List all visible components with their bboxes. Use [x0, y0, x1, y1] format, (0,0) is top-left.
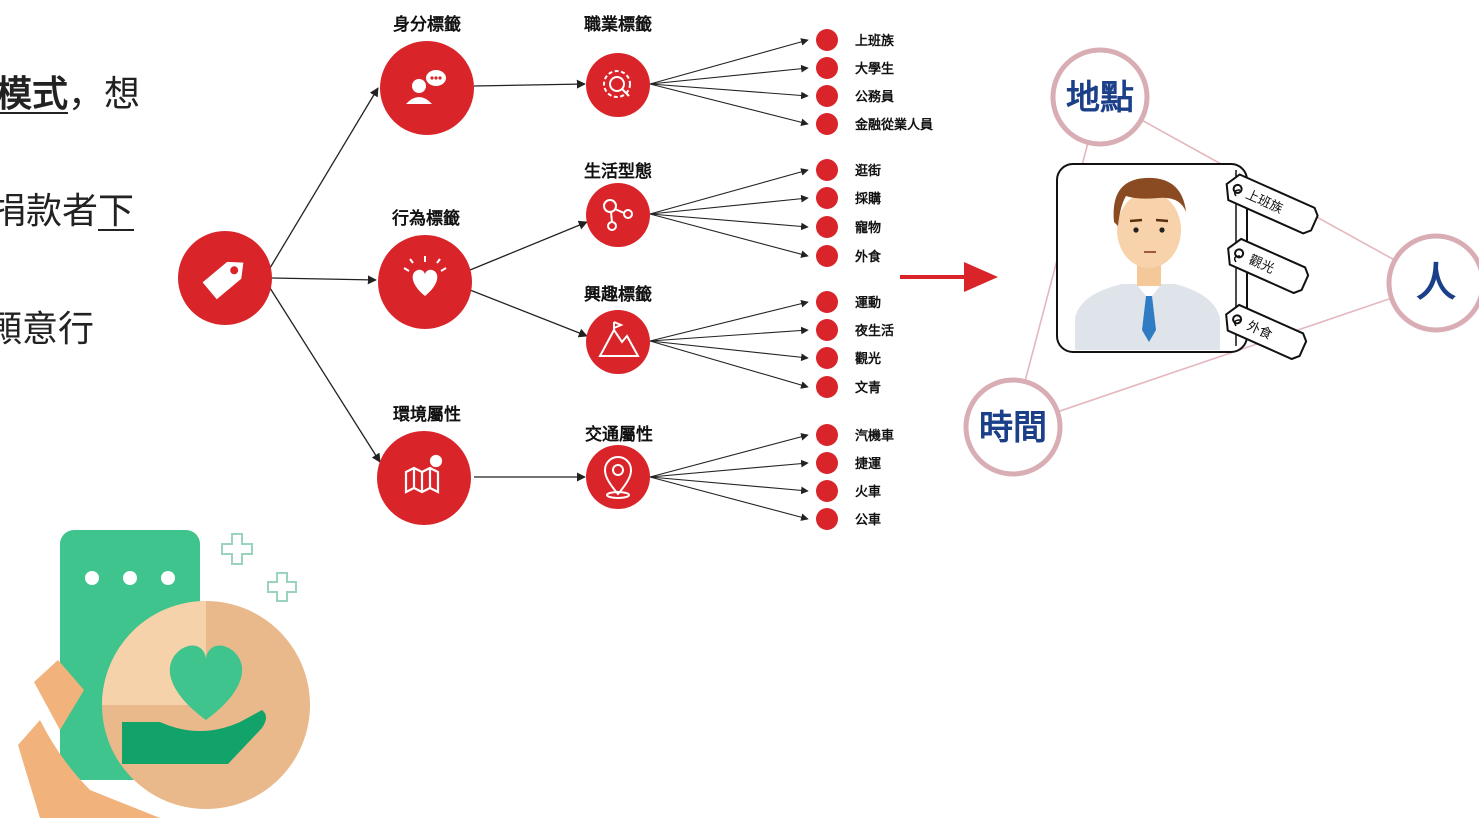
leaf-label: 公車	[855, 512, 881, 528]
location-pin-icon	[603, 456, 633, 499]
root-node	[178, 231, 272, 325]
molecule-icon	[603, 199, 633, 231]
vertex-location-label: 地點	[1066, 78, 1134, 118]
left-text-line-1: 模式，想	[0, 76, 140, 113]
profile-card	[1056, 163, 1248, 353]
leaf-connectors	[649, 38, 809, 521]
leaf-dots	[816, 29, 838, 530]
result-arrow	[900, 262, 998, 292]
leaf-label: 逛街	[855, 163, 881, 179]
vertex-location: 地點	[1050, 47, 1150, 147]
vertex-person: 人	[1386, 233, 1479, 333]
level1-node-behavior	[378, 235, 472, 329]
level2-label-3: 交通屬性	[585, 424, 653, 445]
leaf-label: 公務員	[855, 89, 894, 105]
mountain-icon	[598, 321, 640, 357]
line2-underlined: 下	[98, 191, 135, 232]
level2-node-transport	[586, 445, 650, 509]
leaf-label: 觀光	[855, 351, 881, 367]
leaf-label: 寵物	[855, 220, 881, 236]
leaf-label: 上班族	[855, 33, 895, 49]
leaf-label: 運動	[855, 295, 881, 311]
profile-tag-eating-out: 外食	[1225, 303, 1308, 361]
leaf-label: 外食	[854, 249, 882, 265]
vertex-person-label: 人	[1416, 260, 1456, 306]
leaf-label: 捷運	[855, 456, 881, 472]
line3-text: 願意行	[0, 309, 95, 350]
level2-label-0: 職業標籤	[584, 14, 652, 35]
leaf-label: 金融從業人員	[854, 117, 933, 133]
level1-label-0: 身分標籤	[393, 14, 461, 35]
person-chat-icon	[406, 70, 446, 104]
leaf-label: 夜生活	[854, 323, 894, 339]
heart-sparkle-icon	[403, 256, 447, 296]
businessman-avatar	[1075, 177, 1220, 350]
profile-tag-sightseeing: 觀光	[1227, 237, 1310, 295]
level1-label-1: 行為標籤	[391, 208, 460, 229]
level2-node-lifestyle	[586, 183, 650, 247]
level2-label-2: 興趣標籤	[584, 284, 652, 305]
level2-node-occupation	[586, 53, 650, 117]
leaf-label: 採購	[855, 191, 881, 207]
level1-node-environment	[377, 431, 471, 525]
leaf-label: 火車	[855, 484, 881, 500]
line1-rest: ，想	[68, 74, 141, 115]
leaf-label: 汽機車	[855, 428, 894, 444]
donation-illustration	[18, 530, 310, 818]
branch-connectors	[469, 79, 588, 482]
underlined-mode-text: 模式	[0, 73, 69, 115]
level2-label-1: 生活型態	[584, 161, 652, 182]
root-connectors	[269, 87, 381, 463]
gear-search-icon	[603, 70, 631, 98]
vertex-time-label: 時間	[979, 408, 1047, 448]
level1-label-2: 環境屬性	[393, 404, 461, 425]
level2-node-interest	[586, 310, 650, 374]
line2-before: 捐款者	[0, 191, 99, 232]
map-icon	[404, 454, 443, 494]
left-text-line-2: 捐款者下	[0, 194, 134, 230]
level1-node-identity	[380, 41, 474, 135]
left-text-line-3: 願意行	[0, 312, 94, 348]
leaf-label: 文青	[855, 380, 881, 396]
tag-strings	[1233, 189, 1241, 327]
price-tag-icon	[202, 261, 244, 300]
vertex-time: 時間	[963, 377, 1063, 477]
leaf-label: 大學生	[855, 61, 894, 77]
leaf-labels: 上班族 大學生 公務員 金融從業人員 逛街 採購 寵物 外食 運動 夜生活 觀光…	[854, 33, 933, 528]
